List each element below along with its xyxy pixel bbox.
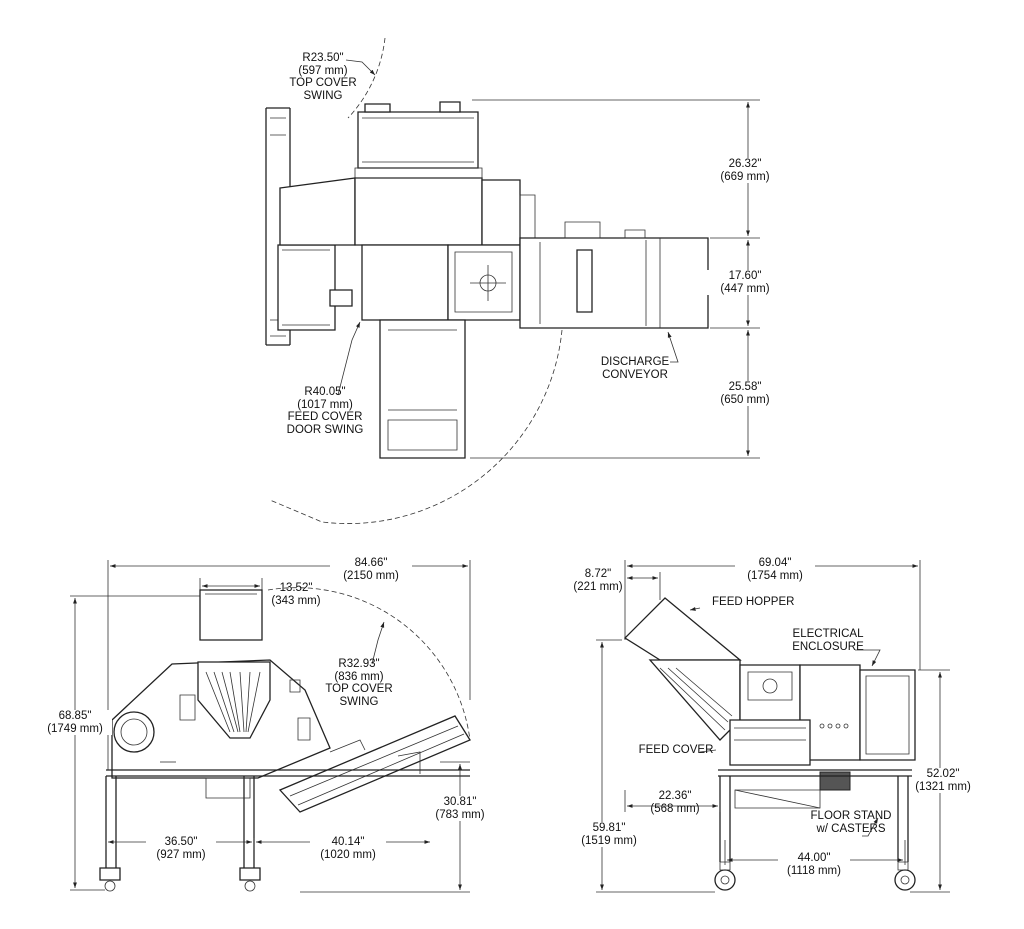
feed-hopper-label: FEED HOPPER [712, 596, 795, 608]
dim-84-66: 84.66"(2150 mm) [330, 557, 412, 582]
side-feed-cover [648, 659, 741, 741]
top-view [265, 37, 760, 524]
dim-13-52: 13.52"(343 mm) [271, 582, 321, 607]
top-cover [357, 111, 479, 169]
dim-30-81: 30.81"(783 mm) [428, 796, 492, 821]
dim-59-81: 59.81"(1519 mm) [578, 822, 640, 847]
front-view [70, 560, 471, 893]
top-cover-swing-arc [347, 37, 386, 119]
front-hopper [199, 589, 263, 641]
front-top-cover-swing-arc [267, 587, 471, 741]
feed-cover-door-swing-arc [269, 329, 563, 524]
discharge-conveyor-body [519, 237, 709, 329]
feed-conveyor [379, 319, 466, 459]
front-discharge-conveyor [278, 715, 471, 813]
dim-17-60: 17.60"(447 mm) [705, 270, 785, 295]
dim-8-72: 8.72"(221 mm) [573, 568, 623, 593]
dim-69-04: 69.04"(1754 mm) [735, 557, 815, 582]
dim-40-14: 40.14"(1020 mm) [310, 836, 386, 861]
feed-cover-label: FEED COVER [638, 744, 714, 756]
side-electrical-enclosure [859, 669, 916, 761]
dim-22-36: 22.36"(568 mm) [650, 790, 700, 815]
motor [277, 244, 336, 331]
dim-26-32: 26.32"(669 mm) [705, 158, 785, 183]
side-view [596, 560, 950, 893]
dim-52-02: 52.02"(1321 mm) [912, 768, 974, 793]
dim-68-85: 68.85"(1749 mm) [38, 710, 112, 735]
dim-44-00: 44.00"(1118 mm) [778, 852, 850, 877]
dim-36-50: 36.50"(927 mm) [146, 836, 216, 861]
dim-25-58: 25.58"(650 mm) [705, 381, 785, 406]
